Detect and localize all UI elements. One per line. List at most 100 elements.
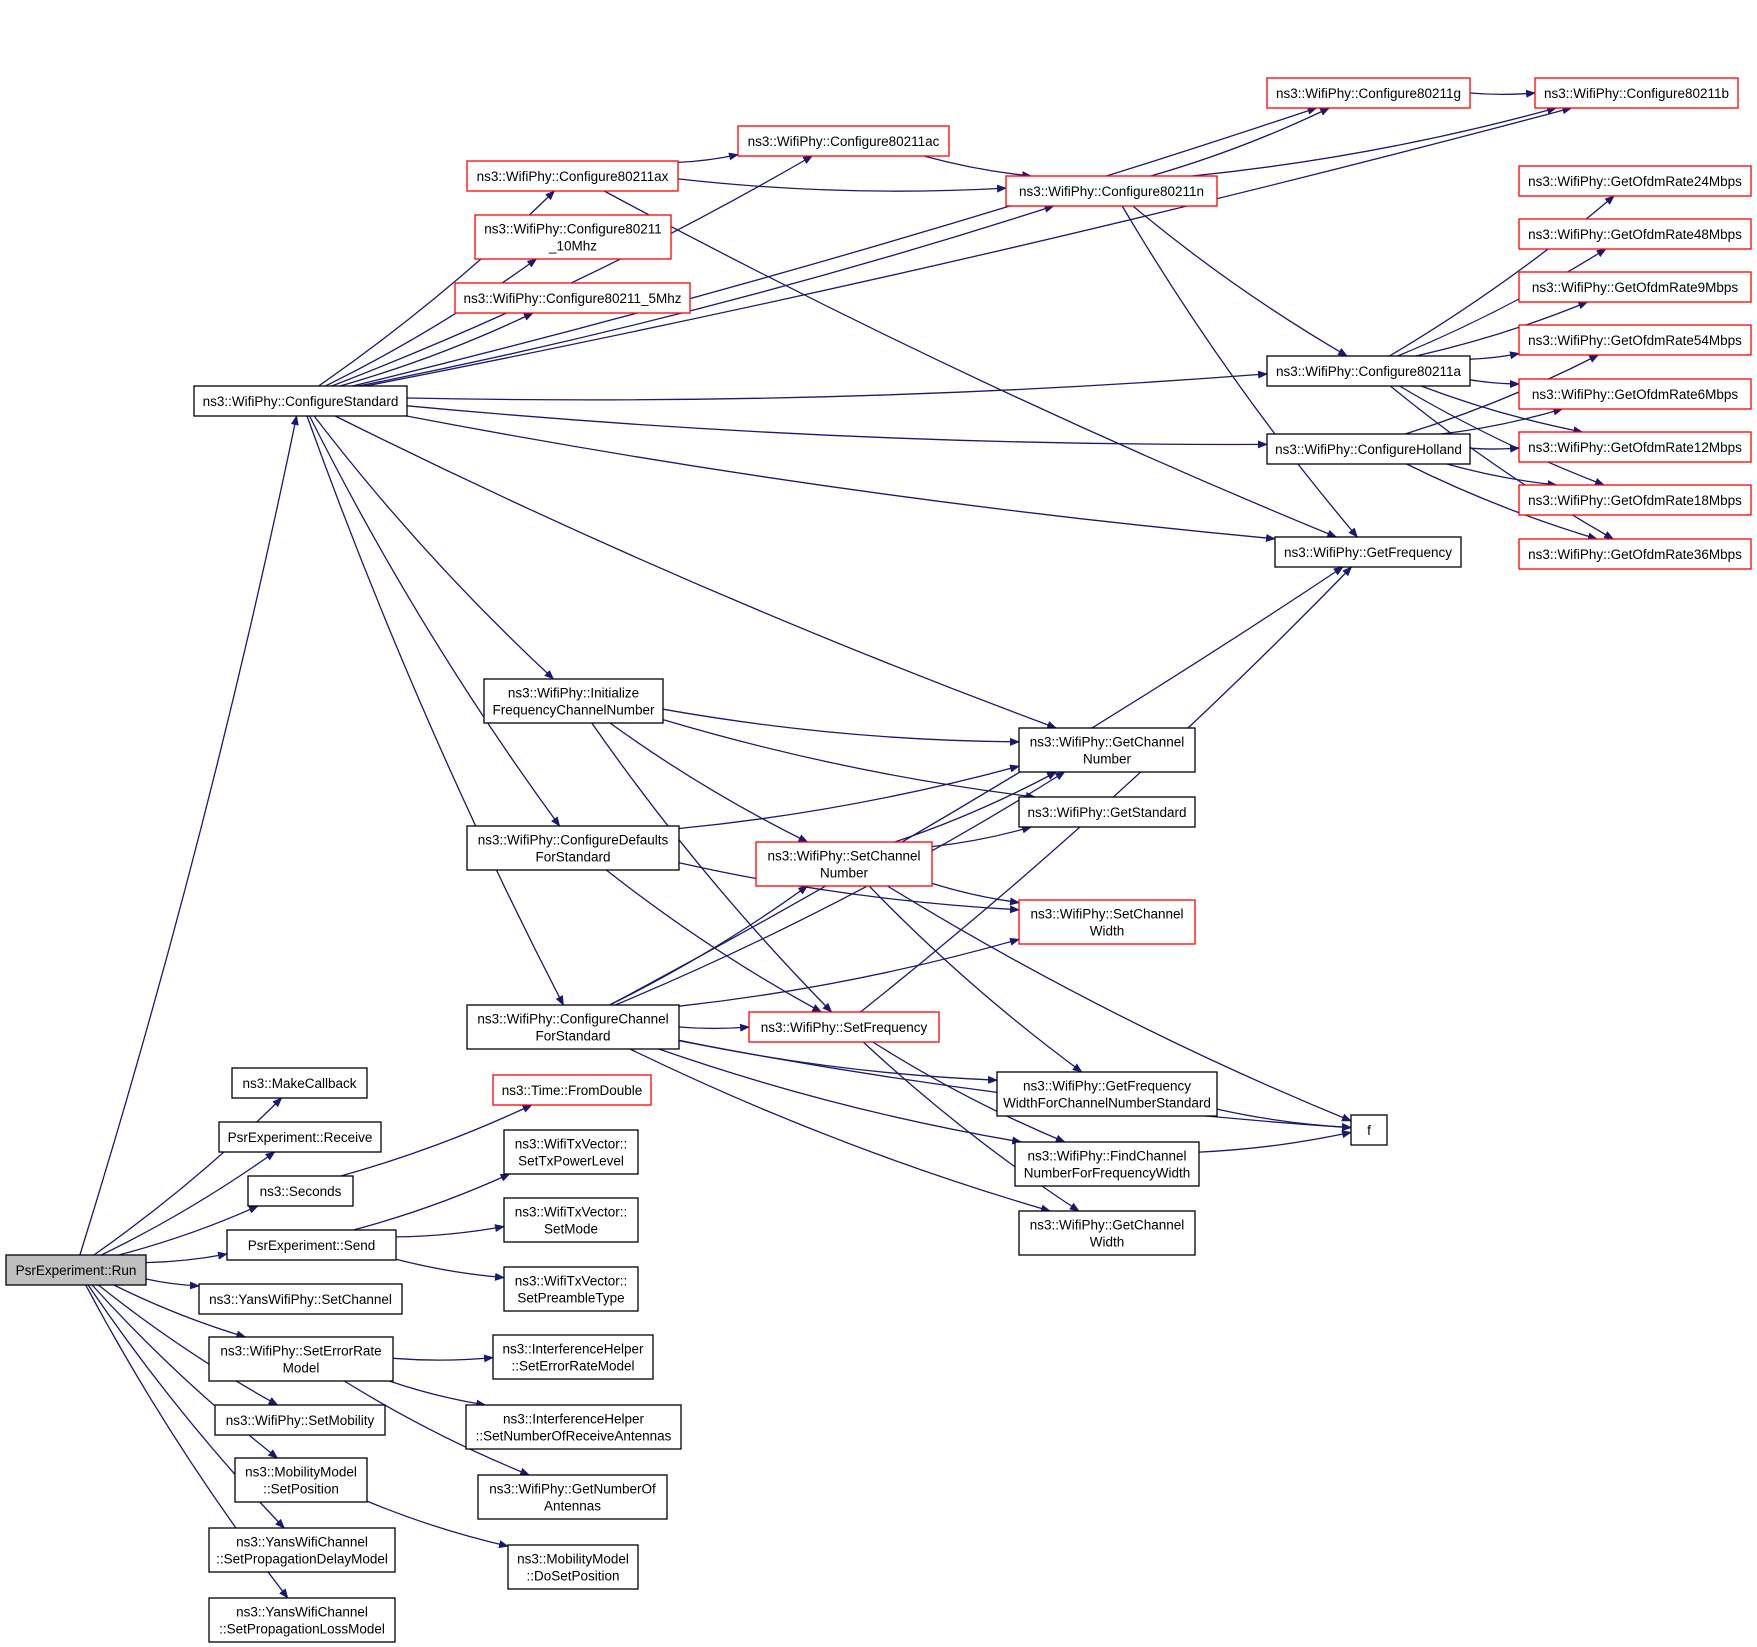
node-r12[interactable]: ns3::WifiPhy::GetOfdmRate12Mbps [1518, 431, 1752, 463]
node-label: ns3::InterferenceHelper [502, 1342, 644, 1357]
node-label: PsrExperiment::Send [248, 1238, 376, 1253]
node-makecallback[interactable]: ns3::MakeCallback [231, 1067, 368, 1099]
edge-configholland-to-r54 [1405, 354, 1600, 435]
node-c80211_5[interactable]: ns3::WifiPhy::Configure80211_5Mhz [454, 282, 691, 314]
edge-configurestandard-to-configdefaults [309, 415, 561, 827]
node-ihseterror[interactable]: ns3::InterferenceHelper::SetErrorRateMod… [492, 1334, 654, 1380]
node-f[interactable]: f [1350, 1114, 1388, 1146]
node-r6[interactable]: ns3::WifiPhy::GetOfdmRate6Mbps [1518, 378, 1752, 410]
edge-c80211ax-to-c80211ac [677, 152, 739, 164]
node-initfreq[interactable]: ns3::WifiPhy::InitializeFrequencyChannel… [483, 678, 664, 724]
edge-c80211n-to-c80211b [1191, 106, 1558, 177]
node-label: ns3::WifiPhy::GetOfdmRate9Mbps [1532, 280, 1739, 295]
node-setposition[interactable]: ns3::MobilityModel::SetPosition [234, 1457, 368, 1503]
node-box [492, 1334, 654, 1380]
node-send[interactable]: PsrExperiment::Send [226, 1229, 397, 1261]
node-box [503, 1197, 639, 1243]
node-receive[interactable]: PsrExperiment::Receive [218, 1121, 382, 1153]
node-configdefaults[interactable]: ns3::WifiPhy::ConfigureDefaultsForStanda… [466, 825, 680, 871]
node-setproploss[interactable]: ns3::YansWifiChannel::SetPropagationLoss… [208, 1597, 396, 1643]
node-r54[interactable]: ns3::WifiPhy::GetOfdmRate54Mbps [1518, 324, 1752, 356]
node-box [996, 1071, 1218, 1117]
node-box [1518, 378, 1752, 410]
edge-c80211ax-to-c80211n [677, 178, 1007, 193]
node-getfrequency[interactable]: ns3::WifiPhy::GetFrequency [1274, 536, 1462, 568]
node-box [208, 1527, 396, 1573]
node-r9[interactable]: ns3::WifiPhy::GetOfdmRate9Mbps [1518, 271, 1752, 303]
node-configchannel[interactable]: ns3::WifiPhy::ConfigureChannelForStandar… [466, 1004, 680, 1050]
node-setmobility[interactable]: ns3::WifiPhy::SetMobility [214, 1404, 386, 1436]
node-setmode[interactable]: ns3::WifiTxVector::SetMode [503, 1197, 639, 1243]
node-dosetposition[interactable]: ns3::MobilityModel::DoSetPosition [507, 1544, 639, 1590]
node-c80211ac[interactable]: ns3::WifiPhy::Configure80211ac [737, 125, 950, 157]
node-yanssetchannel[interactable]: ns3::YansWifiPhy::SetChannel [198, 1283, 403, 1315]
node-box [1014, 1141, 1200, 1187]
node-settxpower[interactable]: ns3::WifiTxVector::SetTxPowerLevel [503, 1129, 639, 1175]
node-ihsetnumrx[interactable]: ns3::InterferenceHelper::SetNumberOfRece… [465, 1404, 682, 1450]
node-label: ns3::WifiTxVector:: [515, 1274, 628, 1289]
edge-setchannelnumber-to-setchannelwidth [931, 882, 1020, 906]
node-label: SetPreambleType [517, 1291, 624, 1306]
edge-run-to-setposition [91, 1284, 279, 1459]
node-c80211ax[interactable]: ns3::WifiPhy::Configure80211ax [466, 160, 679, 192]
node-r24[interactable]: ns3::WifiPhy::GetOfdmRate24Mbps [1518, 165, 1752, 197]
edge-configurestandard-to-c80211g [352, 107, 1318, 387]
node-box [5, 1254, 147, 1286]
node-box [1518, 484, 1752, 516]
edge-c80211n-to-c80211g [1150, 107, 1331, 177]
node-fromdouble[interactable]: ns3::Time::FromDouble [492, 1074, 652, 1106]
node-c80211n[interactable]: ns3::WifiPhy::Configure80211n [1005, 175, 1218, 207]
edge-configurestandard-to-c80211a [406, 370, 1268, 401]
node-box [1518, 324, 1752, 356]
node-c80211a[interactable]: ns3::WifiPhy::Configure80211a [1266, 355, 1471, 387]
node-label: ns3::WifiPhy::Configure80211 [484, 222, 662, 237]
node-configurestandard[interactable]: ns3::WifiPhy::ConfigureStandard [193, 385, 408, 417]
edge-configdefaults-to-getchannelnumber [678, 764, 1020, 830]
node-label: ForStandard [535, 850, 610, 865]
node-box [1005, 175, 1218, 207]
edge-run-to-send [145, 1251, 228, 1264]
node-label: ns3::WifiPhy::GetNumberOf [489, 1482, 656, 1497]
node-c80211b[interactable]: ns3::WifiPhy::Configure80211b [1534, 77, 1739, 109]
edge-configurestandard-to-getfrequency [406, 415, 1276, 542]
node-r18[interactable]: ns3::WifiPhy::GetOfdmRate18Mbps [1518, 484, 1752, 516]
edge-configchannel-to-getchannelwidth [629, 1048, 1051, 1213]
node-seconds[interactable]: ns3::Seconds [247, 1175, 354, 1207]
node-run[interactable]: PsrExperiment::Run [5, 1254, 147, 1286]
node-seterrorrate[interactable]: ns3::WifiPhy::SetErrorRateModel [208, 1336, 394, 1382]
node-setfrequency[interactable]: ns3::WifiPhy::SetFrequency [748, 1011, 940, 1043]
node-label: ns3::WifiPhy::SetMobility [226, 1413, 375, 1428]
node-box [748, 1011, 940, 1043]
node-getfreqwidth[interactable]: ns3::WifiPhy::GetFrequencyWidthForChanne… [996, 1071, 1218, 1117]
edge-findchannel-to-f [1198, 1130, 1352, 1153]
node-c80211_10[interactable]: ns3::WifiPhy::Configure80211_10Mhz [474, 214, 672, 260]
edge-c80211ac-to-c80211n [923, 155, 1033, 180]
node-box [1266, 433, 1471, 465]
node-setpropdelay[interactable]: ns3::YansWifiChannel::SetPropagationDela… [208, 1527, 396, 1573]
node-label: ns3::WifiPhy::GetChannel [1030, 1218, 1185, 1233]
node-setpreamble[interactable]: ns3::WifiTxVector::SetPreambleType [503, 1266, 639, 1312]
edge-run-to-makecallback [93, 1097, 283, 1256]
node-box [1518, 538, 1752, 570]
edge-configurestandard-to-c80211n [358, 204, 1055, 387]
node-box [208, 1597, 396, 1643]
node-configholland[interactable]: ns3::WifiPhy::ConfigureHolland [1266, 433, 1471, 465]
node-label: Antennas [544, 1499, 601, 1514]
edge-run-to-yanssetchannel [145, 1278, 200, 1290]
node-c80211g[interactable]: ns3::WifiPhy::Configure80211g [1266, 77, 1471, 109]
edge-c80211n-to-getfrequency [1121, 205, 1358, 538]
node-r48[interactable]: ns3::WifiPhy::GetOfdmRate48Mbps [1518, 218, 1752, 250]
node-getstandard[interactable]: ns3::WifiPhy::GetStandard [1018, 796, 1196, 828]
node-findchannel[interactable]: ns3::WifiPhy::FindChannelNumberForFreque… [1014, 1141, 1200, 1187]
node-label: ns3::WifiPhy::SetChannel [767, 849, 920, 864]
node-r36[interactable]: ns3::WifiPhy::GetOfdmRate36Mbps [1518, 538, 1752, 570]
edge-getfreqwidth-to-f [1216, 1108, 1352, 1132]
node-box [247, 1175, 354, 1207]
node-label: ns3::WifiPhy::GetOfdmRate54Mbps [1528, 333, 1742, 348]
